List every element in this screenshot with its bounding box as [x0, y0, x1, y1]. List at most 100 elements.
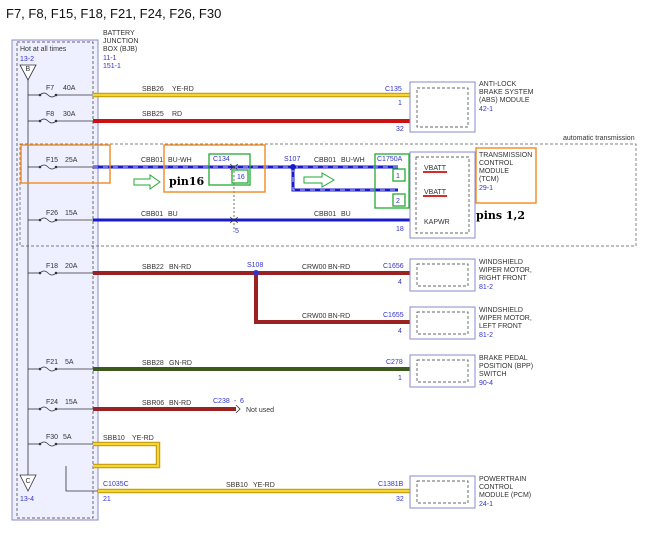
f21-color: GN-RD	[169, 360, 192, 367]
fuse-id: F26	[46, 210, 58, 217]
f30-connector-left: C1035C	[103, 481, 129, 488]
pcm-line-1: POWERTRAIN	[479, 476, 526, 483]
fuse-amps: 15A	[65, 399, 78, 406]
highlight-tcm-label	[475, 147, 537, 204]
bpp-line-3: SWITCH	[479, 371, 507, 378]
wiper-rf-line-1: WINDSHIELD	[479, 259, 523, 266]
f26-circuit2: CBB01	[314, 211, 336, 218]
wiper-rf-line-2: WIPER MOTOR,	[479, 267, 532, 274]
bpp-line-2: POSITION (BPP)	[479, 363, 533, 370]
tcm-ref: 29-1	[479, 185, 493, 192]
annotation-pins-1-2: pins 1,2	[476, 209, 525, 222]
abs-module: ANTI-LOCK BRAKE SYSTEM (ABS) MODULE 42-1	[409, 81, 534, 133]
fuse-id: F21	[46, 359, 58, 366]
fuse-amps: 15A	[65, 210, 78, 217]
f18-splice: S108	[247, 262, 263, 269]
highlight-c1750a-pin-1	[392, 168, 406, 182]
wiper-lf-line-1: WINDSHIELD	[479, 307, 523, 314]
f30-pin-left: 21	[103, 496, 111, 503]
fuse-id: F15	[46, 157, 58, 164]
f24-note: Not used	[246, 407, 274, 414]
highlight-c1750a	[374, 153, 410, 209]
tcm-line-4: (TCM)	[479, 176, 499, 183]
f15-connector: C1750A	[377, 156, 403, 163]
splice-s108	[253, 270, 259, 276]
annotation-pin16: pin16	[169, 175, 205, 188]
f26-pin: 18	[396, 226, 404, 233]
bjb-ref-2: 151-1	[103, 63, 121, 70]
fuse-row-f7: F7 40A	[28, 85, 93, 98]
f8-pin: 32	[396, 126, 404, 133]
f15-c134-pin: 16	[237, 174, 245, 181]
tcm-pin-1: VBATT	[424, 165, 447, 172]
highlight-c134	[163, 144, 266, 193]
f15-splice: S107	[284, 156, 300, 163]
fuse-id: F18	[46, 263, 58, 270]
fuse-row-f8: F8 30A	[28, 111, 93, 124]
wiper-rf-ref: 81-2	[479, 284, 493, 291]
pcm-module: POWERTRAIN CONTROL MODULE (PCM) 24-1	[409, 475, 531, 509]
f7-circuit: SBB26	[142, 86, 164, 93]
auto-trans-region	[19, 143, 637, 247]
fuse-id: F7	[46, 85, 54, 92]
fuse-amps: 5A	[65, 359, 74, 366]
f18-connector3: C1655	[383, 312, 404, 319]
fuse-amps: 25A	[65, 157, 78, 164]
wiper-lf-line-2: WIPER MOTOR,	[479, 315, 532, 322]
bjb-name-line-2: JUNCTION	[103, 38, 138, 45]
fuse-amps: 20A	[65, 263, 78, 270]
f15-circuit2: CBB01	[314, 157, 336, 164]
bjb-name-line-3: BOX (BJB)	[103, 46, 137, 53]
f21-connector: C278	[386, 359, 403, 366]
tcm-pin-2: VBATT	[424, 189, 447, 196]
f30-connector: C1381B	[378, 481, 404, 488]
highlight-c1750a-pin-2	[392, 193, 406, 207]
tcm-pin-3: KAPWR	[424, 219, 450, 226]
fuse-row-f24: F24 15A	[28, 399, 93, 412]
f15-color2: BU-WH	[341, 157, 365, 164]
bjb-bottom-ref: 13-4	[20, 496, 34, 503]
f24-pin: 6	[240, 398, 244, 405]
pcm-line-2: CONTROL	[479, 484, 513, 491]
f7-connector: C135	[385, 86, 402, 93]
auto-trans-label: automatic transmission	[563, 135, 635, 142]
bjb-name-line-1: BATTERY	[103, 30, 135, 37]
f21-pin: 1	[398, 375, 402, 382]
f21-circuit: SBB28	[142, 360, 164, 367]
f8-color: RD	[172, 111, 182, 118]
wire-f30	[93, 441, 161, 469]
f15-color: BU-WH	[168, 157, 192, 164]
bjb-box	[11, 39, 99, 521]
f26-color2: BU	[341, 211, 351, 218]
bjb-ref-1: 11-1	[103, 55, 117, 62]
f24-sep: -	[234, 398, 237, 405]
bpp-ref: 90-4	[479, 380, 493, 387]
wiper-lf-ref: 81-2	[479, 332, 493, 339]
f18-pin: 4	[398, 279, 402, 286]
bjb-hot-label: Hot at all times	[20, 46, 67, 53]
tcm-module: VBATT VBATT KAPWR TRANSMISSION CONTROL M…	[409, 151, 532, 239]
f18-circuit: SBB22	[142, 264, 164, 271]
diagram-title: F7, F8, F15, F18, F21, F24, F26, F30	[6, 6, 221, 21]
fuse-amps: 5A	[63, 434, 72, 441]
arrow-to-c134	[133, 174, 161, 190]
highlight-fuse-f15	[20, 144, 111, 184]
abs-ref: 42-1	[479, 106, 493, 113]
f18-circuit2: CRW00	[302, 264, 326, 271]
bjb-bottom-connector-triangle	[19, 474, 37, 492]
f30-pin: 32	[396, 496, 404, 503]
abs-line-3: (ABS) MODULE	[479, 97, 530, 104]
wiper-rf-line-3: RIGHT FRONT	[479, 275, 527, 282]
f7-pin: 1	[398, 100, 402, 107]
pcm-ref: 24-1	[479, 501, 493, 508]
arrow-to-c1750a	[303, 172, 335, 188]
f30-circuit: SBB10	[103, 435, 125, 442]
abs-line-2: BRAKE SYSTEM	[479, 89, 534, 96]
bjb-top-connector-label: B	[26, 66, 31, 73]
highlight-c134-pin	[231, 169, 249, 184]
wiper-lf-module: WINDSHIELD WIPER MOTOR, LEFT FRONT 81-2	[409, 306, 532, 340]
f7-color: YE-RD	[172, 86, 194, 93]
fuse-row-f18: F18 20A	[28, 263, 93, 276]
f18-circuit3: CRW00	[302, 313, 326, 320]
